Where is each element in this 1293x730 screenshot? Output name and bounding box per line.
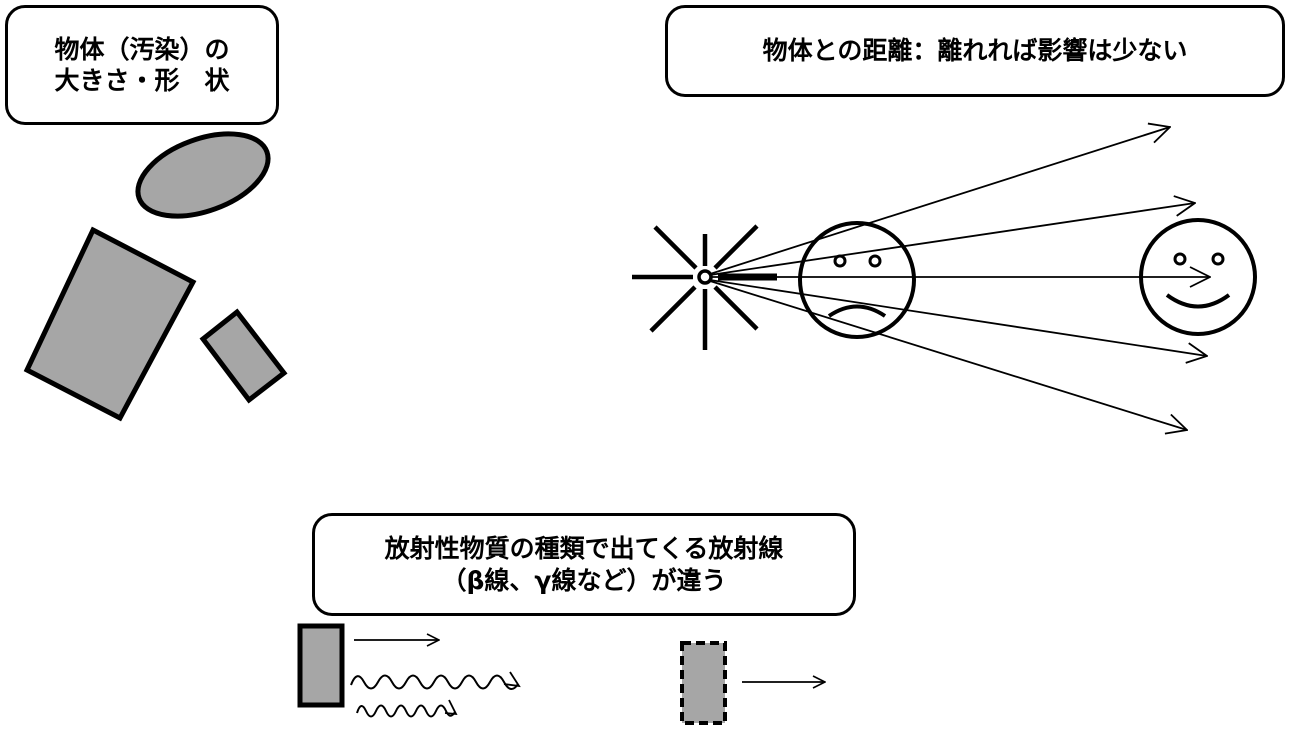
- large-rectangle-object: [23, 226, 197, 422]
- wavy-ray-icon: [350, 674, 519, 690]
- dashed-source-block: [680, 641, 727, 725]
- beta-gamma-source: [297, 623, 521, 718]
- ray-arrow: [709, 279, 1207, 356]
- radiation-source-icon: [632, 224, 777, 350]
- arrowhead: [503, 671, 521, 688]
- ray-arrow: [709, 203, 1195, 276]
- distance-label: 物体との距離：離れれば影響は少ない: [665, 5, 1285, 97]
- small-rectangle-object: [199, 308, 288, 404]
- radiation-rays: [709, 127, 1210, 430]
- type-label-line2: （β線、γ線など）が違う: [441, 565, 727, 595]
- radiation-type-label: 放射性物質の種類で出てくる放射線 （β線、γ線など）が違う: [312, 513, 856, 616]
- oval-object: [135, 131, 271, 219]
- distance-label-text: 物体との距離：離れれば影響は少ない: [762, 36, 1188, 66]
- beta-only-source: [680, 641, 825, 725]
- size-label-line2: 大きさ・形 状: [54, 66, 230, 95]
- type-label-line1: 放射性物質の種類で出てくる放射線: [384, 534, 784, 564]
- size-shape-label: 物体（汚染）の 大きさ・形 状: [5, 5, 279, 125]
- ray-arrow: [709, 127, 1170, 275]
- size-label-line1: 物体（汚染）の: [54, 34, 230, 64]
- arrowhead: [444, 699, 458, 716]
- wavy-ray-icon: [356, 704, 456, 718]
- solid-source-block: [297, 623, 345, 708]
- ray-arrow: [709, 280, 1187, 430]
- sad-face-icon: [798, 221, 916, 339]
- contaminated-objects: [23, 131, 288, 422]
